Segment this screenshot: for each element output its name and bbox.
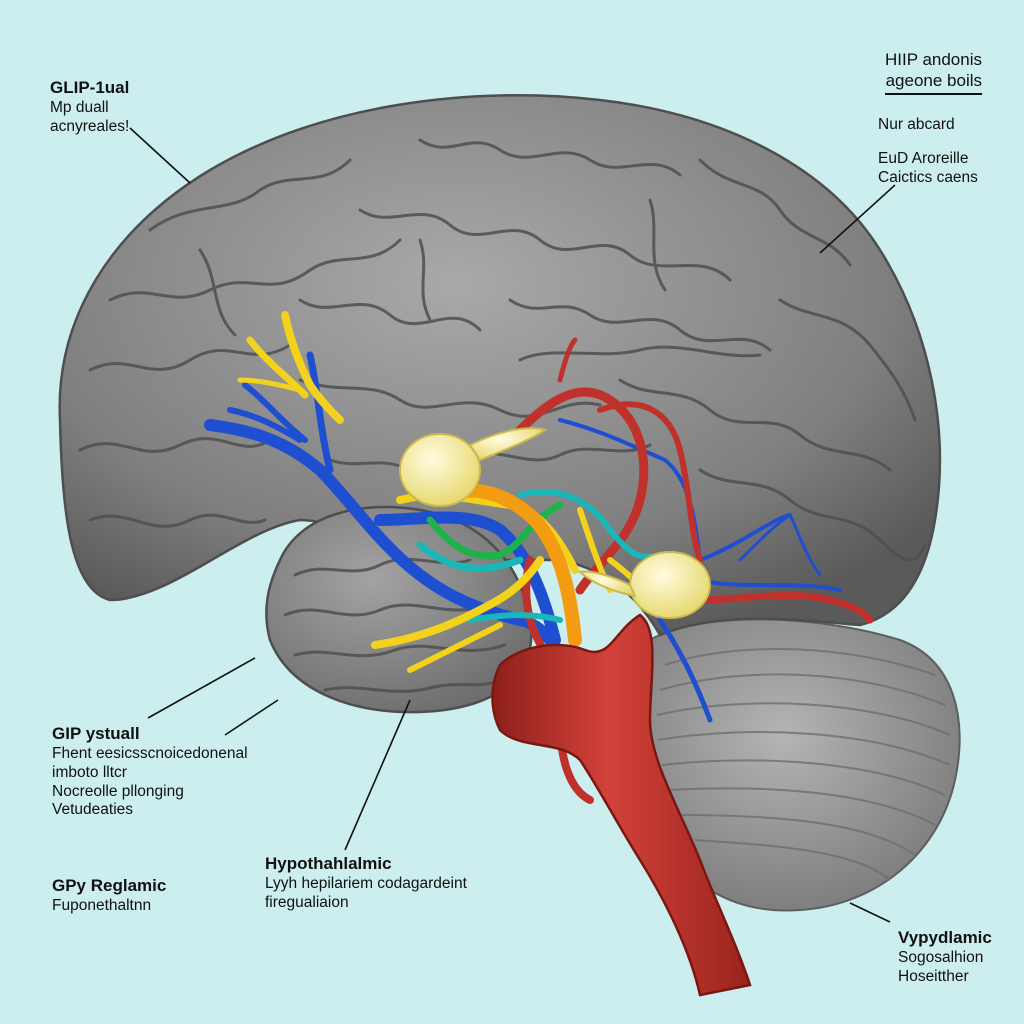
label-bottom-center-line-1: Lyyh hepilariem codagardeint <box>265 874 467 892</box>
label-mid-left-line-1: Fhent eesicsscnoicedonenal <box>52 744 248 762</box>
temporal-lobe <box>265 505 533 714</box>
label-top-right-sub2: EuD Aroreille Caictics caens <box>878 150 978 188</box>
brain-stem <box>491 613 752 997</box>
label-top-right-sub: Nur abcard <box>878 116 955 135</box>
label-bottom-center-title: Hypothahlalmic <box>265 854 392 873</box>
label-bottom-left: GPy Reglamic Fuponethaltnn <box>52 876 166 916</box>
label-top-right-line-2: EuD Aroreille <box>878 150 969 167</box>
label-top-right-heading: HIIP andonis ageone boils <box>884 50 982 96</box>
label-top-left: GLIP-1ual Mp duall acnyreales! <box>50 78 129 137</box>
label-top-right-line-3: Caictics caens <box>878 168 978 186</box>
label-top-right-title-2: ageone boils <box>884 71 982 96</box>
label-mid-left-line-2: imboto lltcr <box>52 763 127 781</box>
label-top-left-title: GLIP-1ual <box>50 78 130 97</box>
gland-structures <box>399 427 711 619</box>
label-mid-left-title: GIP ystuall <box>52 724 140 743</box>
label-top-right-title-1: HIIP andonis <box>884 50 982 69</box>
label-top-right-line-1: Nur abcard <box>878 116 955 133</box>
label-bottom-right-line-1: Sogosalhion <box>898 948 984 966</box>
blood-vessels <box>204 311 874 804</box>
cerebral-cortex <box>58 94 942 637</box>
label-bottom-center-line-2: firegualiaion <box>265 893 349 911</box>
cerebellum <box>638 618 961 912</box>
label-bottom-center: Hypothahlalmic Lyyh hepilariem codagarde… <box>265 854 467 913</box>
label-bottom-left-line-1: Fuponethaltnn <box>52 896 152 914</box>
label-mid-left-line-3: Nocreolle pllonging <box>52 782 184 800</box>
label-top-left-line-2: acnyreales! <box>50 117 130 135</box>
leader-lines <box>129 127 896 923</box>
label-mid-left: GIP ystuall Fhent eesicsscnoicedonenal i… <box>52 724 248 820</box>
label-bottom-left-title: GPy Reglamic <box>52 876 167 895</box>
label-bottom-right-line-2: Hoseitther <box>898 967 969 985</box>
label-bottom-right-title: Vypydlamic <box>898 928 992 947</box>
label-mid-left-line-4: Vetudeaties <box>52 801 134 819</box>
label-bottom-right: Vypydlamic Sogosalhion Hoseitther <box>898 928 992 987</box>
label-top-left-line-1: Mp duall <box>50 98 109 116</box>
